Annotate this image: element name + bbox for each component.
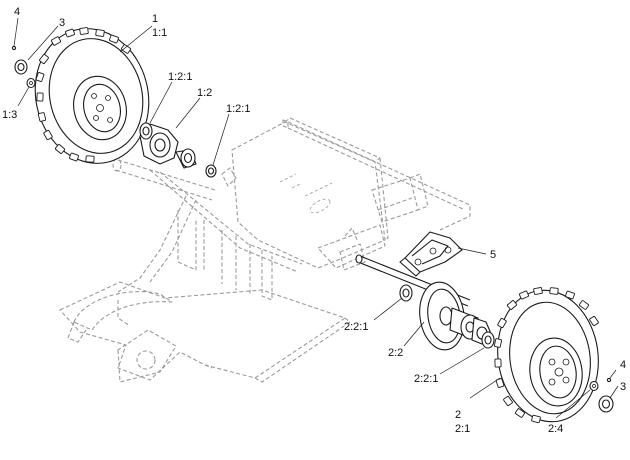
callout-4-top: 4 — [14, 6, 20, 18]
callout-1-1: 1:1 — [152, 27, 167, 39]
bearing-2-2-1-bottom — [481, 331, 495, 349]
callout-2-2: 2:2 — [388, 347, 403, 359]
nut-2-4 — [589, 380, 599, 392]
callout-1-2: 1:2 — [197, 87, 212, 99]
bearing-2-2-1-top — [399, 284, 413, 302]
callout-2: 2 — [455, 409, 461, 421]
callout-1-3: 1:3 — [2, 109, 17, 121]
callout-2-1: 2:1 — [455, 423, 470, 435]
callout-2-2-1-bottom: 2:2:1 — [414, 373, 438, 385]
cotter-pin-4-bottom — [606, 377, 612, 383]
callout-1: 1 — [152, 13, 158, 25]
callout-labels: 4 3 1 1:1 1:3 1:2:1 1:2 1:2:1 5 2:2:1 2:… — [2, 6, 626, 435]
leader-lines — [13, 17, 619, 419]
callout-1-2-1-left: 1:2:1 — [168, 71, 192, 83]
wheel-assembly-2 — [493, 287, 599, 424]
axle-cap-3-bottom — [598, 395, 614, 413]
callout-5: 5 — [490, 249, 496, 261]
cotter-pin-4-top — [11, 45, 17, 51]
tire-1-tread — [35, 27, 132, 163]
chassis-frame-ghost — [59, 117, 471, 383]
callout-3-top: 3 — [59, 17, 65, 29]
bearing-1-2-1-left — [139, 122, 153, 140]
tire-2-tread — [493, 287, 599, 424]
callout-1-2-1-right: 1:2:1 — [226, 103, 250, 115]
nut-1-3 — [26, 77, 36, 89]
callout-4-bottom: 4 — [620, 359, 626, 371]
wheel-assembly-1 — [34, 27, 150, 164]
callout-2-2-1-top: 2:2:1 — [344, 321, 368, 333]
bearing-1-2-1-right — [205, 164, 217, 178]
bracket-5 — [399, 231, 463, 277]
callout-2-4: 2:4 — [548, 423, 563, 435]
callout-3-bottom: 3 — [620, 381, 626, 393]
axle-cap-3-top — [14, 59, 28, 75]
